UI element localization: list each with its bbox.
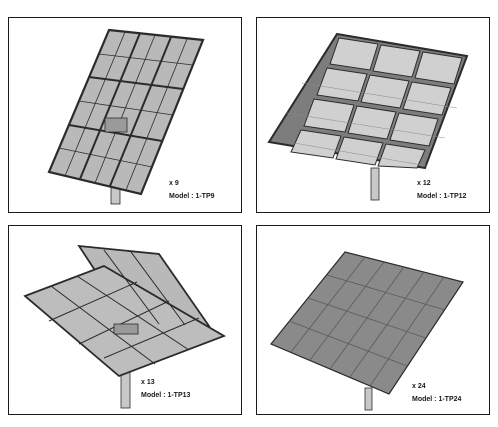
- svg-text:Model : 1-TP9: Model : 1-TP9: [169, 193, 215, 200]
- svg-text:Model : 1-TP12: Model : 1-TP12: [417, 193, 467, 200]
- solar-tracker-tp13-illustration: x 13 Model : 1-TP13: [23, 244, 227, 409]
- solar-tracker-tp12-illustration: x 12 Model : 1-TP12: [267, 32, 469, 201]
- caption-tp24: x 24 Model : 1-TP24: [412, 383, 462, 403]
- product-panel-tp24: x 24 Model : 1-TP24: [256, 225, 490, 415]
- svg-text:x 24: x 24: [412, 383, 426, 390]
- product-panel-tp13: x 13 Model : 1-TP13: [8, 225, 242, 415]
- solar-tracker-tp9-illustration: x 9 Model : 1-TP9: [47, 28, 215, 205]
- svg-text:x 13: x 13: [141, 379, 155, 386]
- product-panel-tp12: x 12 Model : 1-TP12: [256, 17, 490, 213]
- caption-tp13: x 13 Model : 1-TP13: [141, 379, 191, 399]
- svg-text:x 12: x 12: [417, 180, 431, 187]
- caption-tp12: x 12 Model : 1-TP12: [417, 180, 467, 200]
- svg-text:x 9: x 9: [169, 180, 179, 187]
- product-panel-tp9: x 9 Model : 1-TP9: [8, 17, 242, 213]
- cropped-header-fragment: [270, 0, 470, 6]
- solar-tracker-tp24-illustration: x 24 Model : 1-TP24: [270, 251, 464, 411]
- svg-text:Model : 1-TP13: Model : 1-TP13: [141, 392, 191, 399]
- svg-text:Model : 1-TP24: Model : 1-TP24: [412, 396, 462, 403]
- caption-tp9: x 9 Model : 1-TP9: [169, 180, 215, 200]
